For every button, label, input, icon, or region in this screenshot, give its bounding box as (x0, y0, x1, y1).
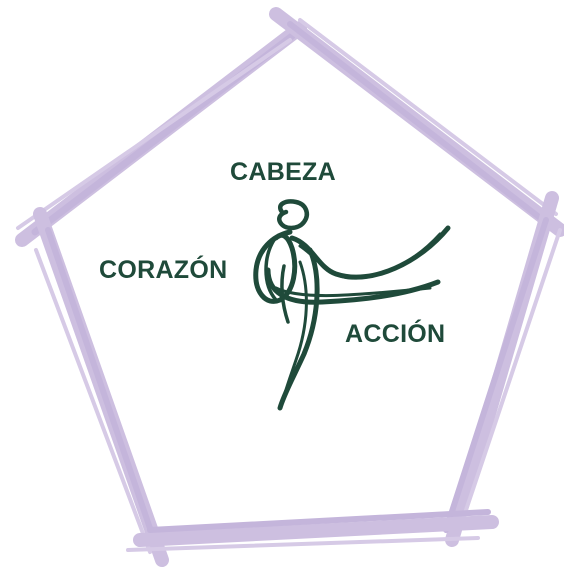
label-action: ACCIÓN (345, 320, 446, 348)
label-heart: CORAZÓN (99, 256, 228, 284)
label-head: CABEZA (230, 158, 336, 186)
